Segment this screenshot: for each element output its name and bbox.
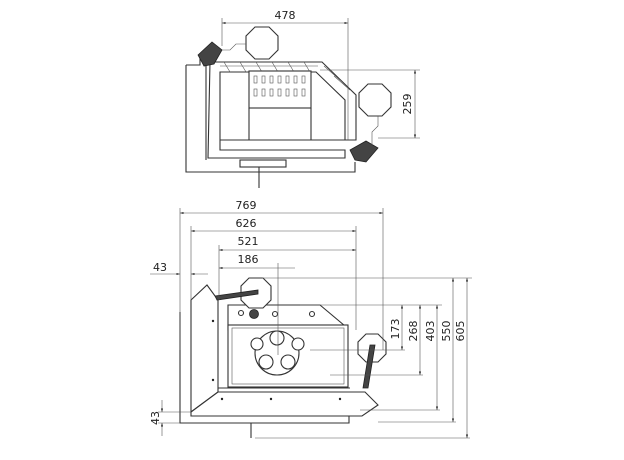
hatching bbox=[220, 61, 351, 91]
dim-depth-259: 259 bbox=[401, 94, 414, 115]
firebox-body bbox=[207, 61, 357, 159]
front-view: 769 626 521 186 43 173 268 403 550 605 4… bbox=[149, 199, 472, 439]
dim-height-605: 605 bbox=[454, 321, 467, 342]
grille bbox=[248, 70, 312, 109]
dim-left-offset-43: 43 bbox=[153, 261, 167, 274]
burner-hole bbox=[269, 330, 285, 346]
outer-outline bbox=[185, 65, 356, 173]
dim-height-550: 550 bbox=[440, 321, 453, 342]
base-feet bbox=[239, 159, 287, 168]
dim-width-769: 769 bbox=[236, 199, 257, 212]
grille-slots bbox=[253, 75, 306, 97]
top-view: 478 259 bbox=[185, 9, 420, 188]
corner-bracket-right bbox=[349, 140, 379, 163]
control-knob bbox=[249, 309, 259, 319]
dim-height-268: 268 bbox=[407, 321, 420, 342]
dim-width-478: 478 bbox=[275, 9, 296, 22]
flue-octagon-top bbox=[245, 26, 279, 60]
left-panel bbox=[190, 284, 219, 414]
bottom-panel bbox=[190, 391, 379, 417]
outer-wall bbox=[179, 312, 350, 424]
corner-bracket-left bbox=[197, 41, 223, 67]
dim-width-186: 186 bbox=[238, 253, 259, 266]
flue-octagon-right bbox=[358, 83, 392, 117]
dim-width-521: 521 bbox=[238, 235, 259, 248]
dim-height-173: 173 bbox=[389, 319, 402, 340]
dim-height-403: 403 bbox=[424, 321, 437, 342]
dim-bottom-offset-43: 43 bbox=[149, 411, 162, 425]
dim-width-626: 626 bbox=[236, 217, 257, 230]
